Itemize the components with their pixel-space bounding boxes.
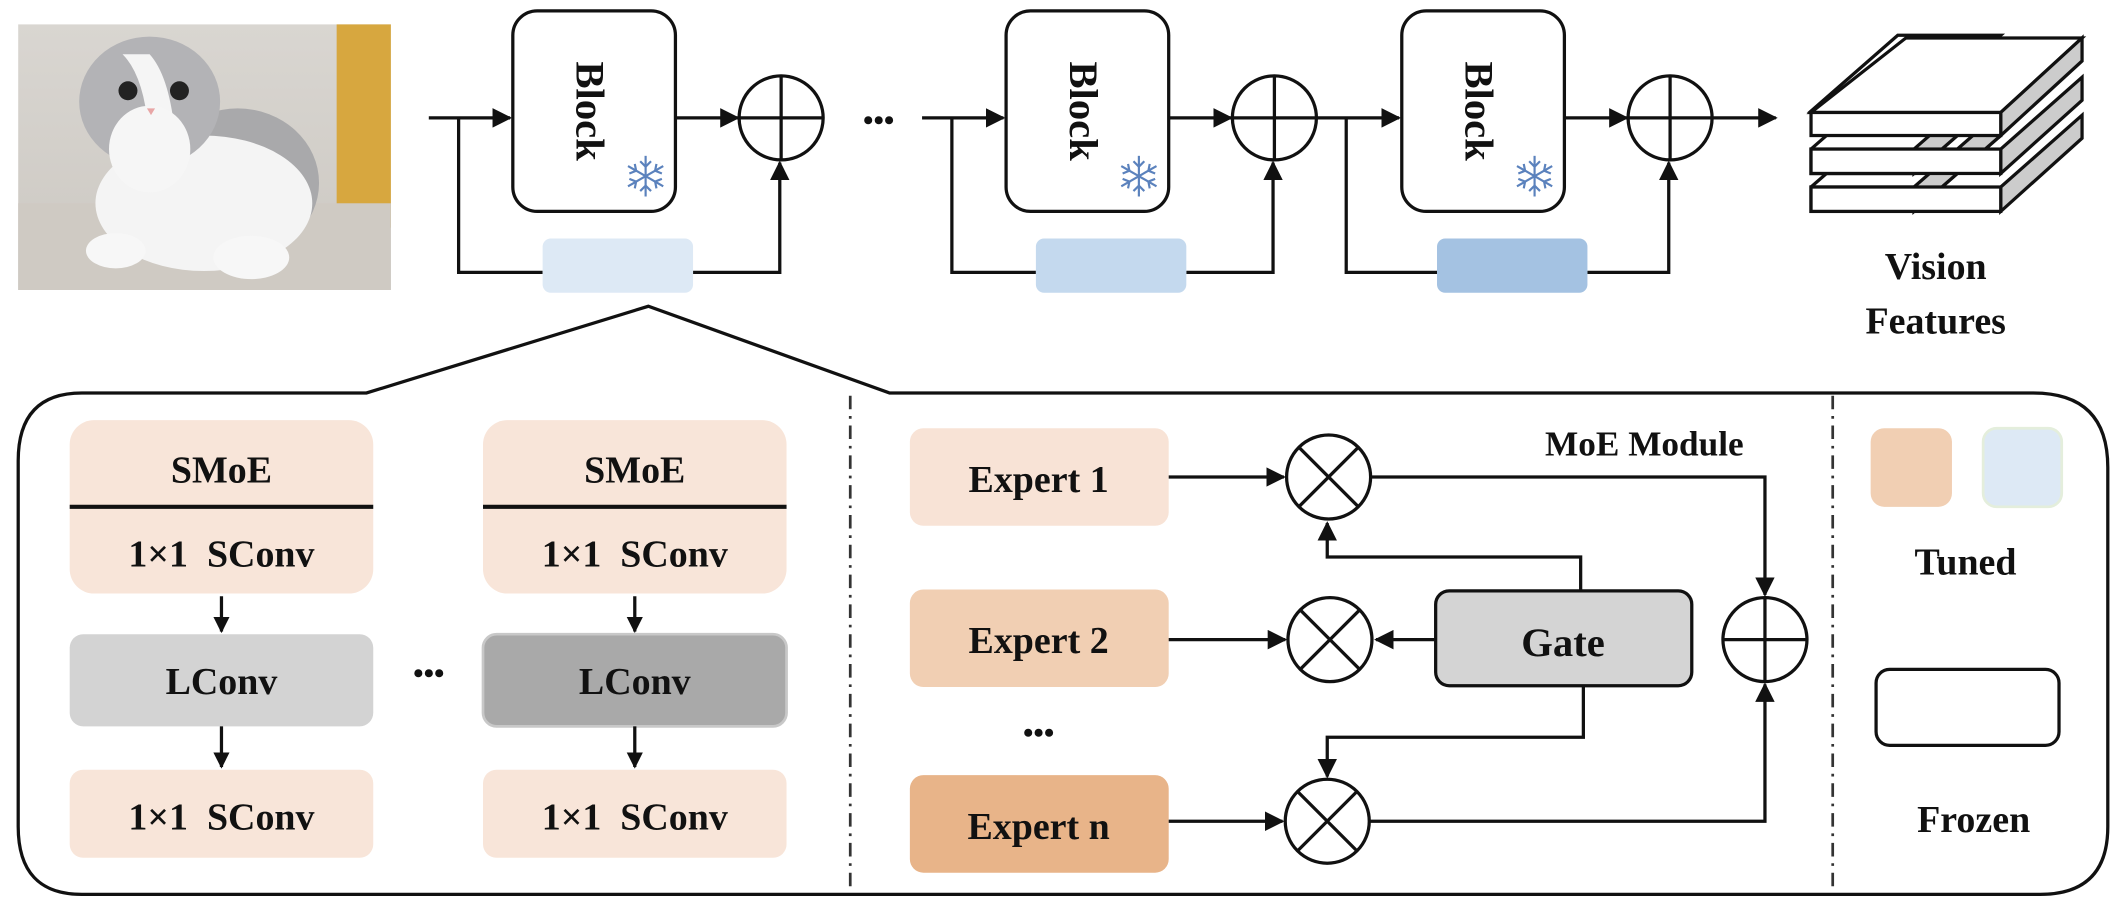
block-label: Block [568, 61, 613, 161]
smoe-header: SMoE [171, 449, 272, 491]
frozen-block-3[interactable]: Block [1400, 9, 1567, 214]
block-label: Block [1061, 61, 1106, 161]
expert-n-label: Expert n [967, 806, 1109, 848]
legend-frozen-swatch [1874, 667, 2061, 747]
sconv-bottom: 1×1 SConv [128, 796, 314, 838]
expert-2[interactable] [909, 589, 1169, 688]
smoe-column-1: SMoE 1×1 SConv LConv 1×1 SConv [69, 420, 374, 858]
moe-title: MoE Module [1545, 424, 1744, 463]
gate-label: Gate [1521, 620, 1605, 665]
moe-module: MoE Module Expert 1 Expert 2 ••• Expert … [909, 424, 1809, 873]
add-node-1 [737, 74, 825, 162]
adapter-3[interactable] [1437, 238, 1588, 293]
expert-n[interactable] [909, 775, 1169, 873]
legend-tuned-label: Tuned [1915, 542, 2017, 584]
smoe-column-2: SMoE 1×1 SConv LConv 1×1 SConv [481, 420, 788, 858]
sconv-bottom-module[interactable] [69, 769, 374, 858]
sconv-top: 1×1 SConv [542, 533, 728, 575]
expert-2-label: Expert 2 [969, 620, 1109, 662]
expert-1-label: Expert 1 [969, 459, 1109, 501]
sum-node [1721, 595, 1809, 684]
backbone-pipeline: Block ••• Block [428, 9, 1778, 293]
multiply-node-n [1283, 777, 1371, 865]
sconv-bottom-module[interactable] [483, 769, 787, 858]
input-image [18, 24, 391, 290]
legend-tuned-swatch-orange [1870, 428, 1952, 507]
add-node-2 [1230, 74, 1319, 162]
legend-frozen-label: Frozen [1917, 799, 2030, 841]
smoe-header: SMoE [584, 449, 685, 491]
legend-tuned-swatch-blue [1981, 426, 2064, 509]
ellipsis-smoe: ••• [413, 657, 444, 690]
sconv-bottom: 1×1 SConv [542, 796, 728, 838]
vision-features-icon [1806, 33, 2087, 216]
ellipsis-experts: ••• [1023, 717, 1054, 750]
lconv-label: LConv [579, 661, 691, 703]
sconv-top: 1×1 SConv [128, 533, 314, 575]
multiply-node-2 [1286, 595, 1374, 684]
lconv-label: LConv [166, 661, 278, 703]
add-node-3 [1626, 74, 1714, 162]
frozen-block-1[interactable]: Block [511, 9, 678, 214]
output-label-features: Features [1865, 300, 2005, 342]
adapter-1[interactable] [542, 238, 694, 293]
frozen-block-2[interactable]: Block [1004, 9, 1171, 214]
multiply-node-1 [1284, 433, 1373, 521]
expert-1[interactable] [909, 428, 1169, 526]
block-label: Block [1456, 61, 1501, 161]
ellipsis-top: ••• [863, 104, 894, 137]
lconv-module[interactable] [69, 634, 374, 727]
legend: Tuned Frozen [1870, 426, 2064, 841]
detail-panel [16, 304, 2110, 897]
adapter-2[interactable] [1035, 238, 1187, 293]
output-label-vision: Vision [1885, 246, 1987, 288]
